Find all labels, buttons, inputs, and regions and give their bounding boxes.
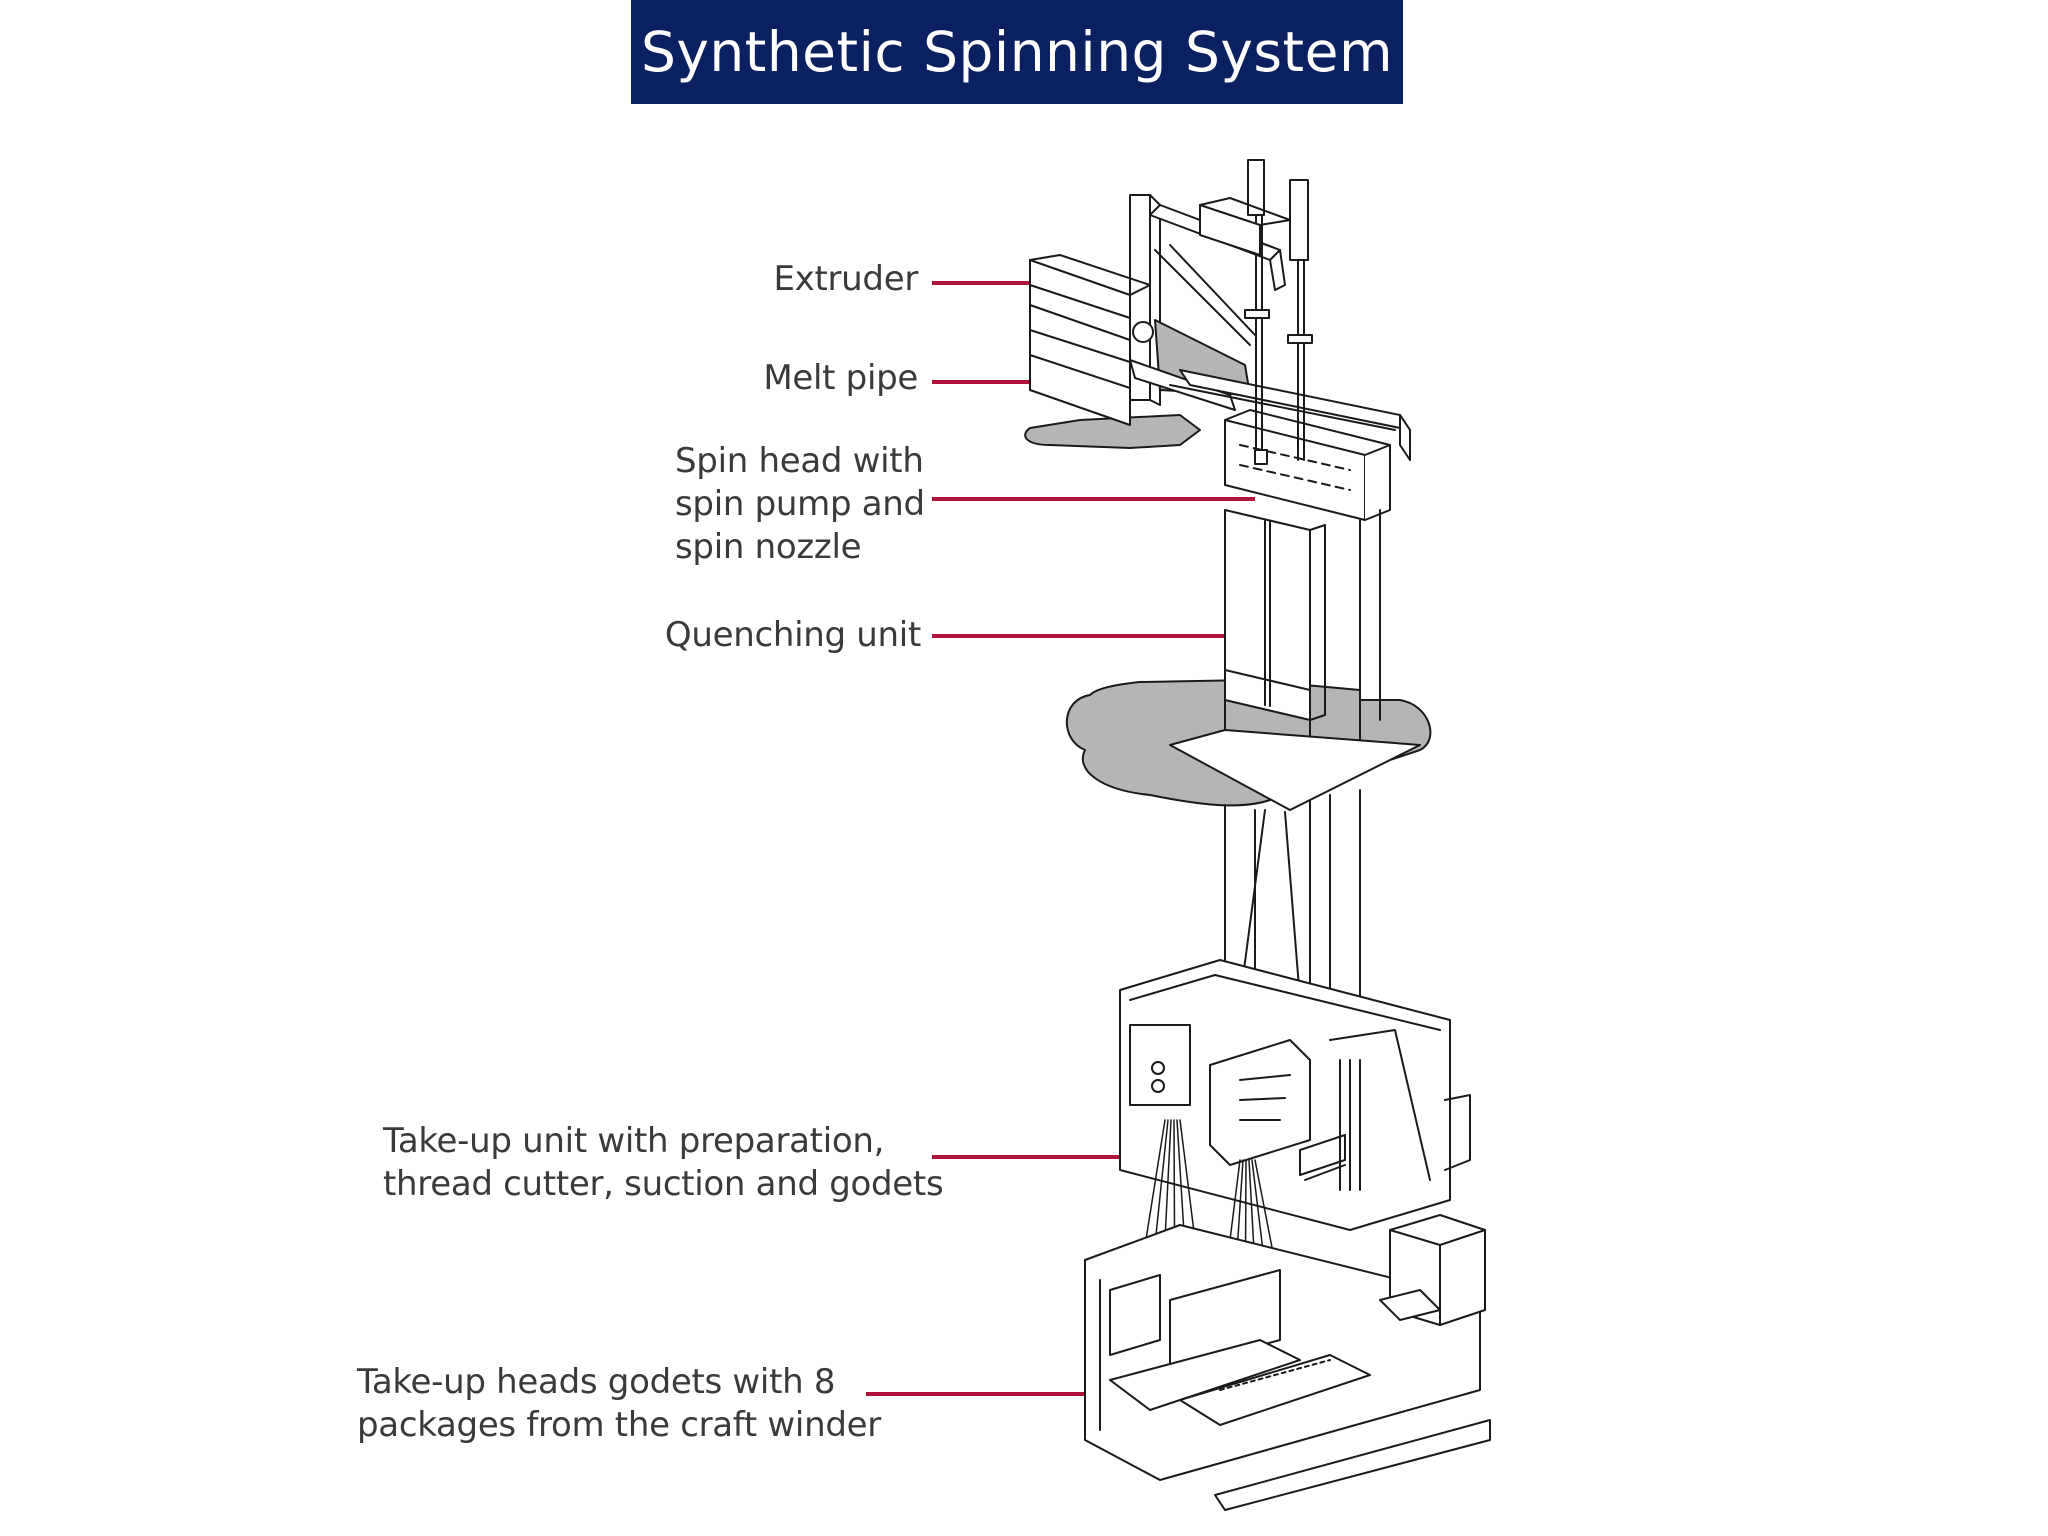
quenching-unit bbox=[1224, 509, 1361, 776]
spin-pumps bbox=[1199, 159, 1313, 461]
extruder bbox=[1029, 254, 1154, 426]
label-take-up-heads-line-2: packages from the craft winder bbox=[357, 1405, 881, 1445]
label-quenching-unit: Quenching unit bbox=[664, 615, 921, 655]
floor-shadow-extruder bbox=[1024, 414, 1201, 449]
platform bbox=[1169, 729, 1421, 811]
leader-line-extruder bbox=[932, 281, 1060, 285]
leader-line-take-up-heads bbox=[866, 1392, 1110, 1396]
label-melt-pipe: Melt pipe bbox=[763, 358, 918, 398]
label-take-up-unit: Take-up unit with preparation, thread cu… bbox=[383, 1120, 944, 1206]
take-up-unit bbox=[1119, 959, 1471, 1231]
upper-beam bbox=[1169, 369, 1411, 461]
leader-line-spin-head bbox=[932, 497, 1255, 501]
label-take-up-unit-line-2: thread cutter, suction and godets bbox=[383, 1164, 944, 1204]
label-spin-head: Spin head with spin pump and spin nozzle bbox=[675, 440, 925, 569]
label-extruder: Extruder bbox=[773, 259, 918, 299]
spin-head bbox=[1224, 409, 1391, 521]
leader-line-quenching-unit bbox=[932, 634, 1235, 638]
label-spin-head-line-2: spin pump and bbox=[675, 484, 925, 524]
winder-base bbox=[1084, 1214, 1491, 1511]
label-spin-head-line-1: Spin head with bbox=[675, 441, 924, 481]
label-take-up-heads-line-1: Take-up heads godets with 8 bbox=[357, 1362, 836, 1402]
label-take-up-heads: Take-up heads godets with 8 packages fro… bbox=[357, 1361, 881, 1447]
slide-title: Synthetic Spinning System bbox=[631, 0, 1403, 104]
label-take-up-unit-line-1: Take-up unit with preparation, bbox=[383, 1121, 885, 1161]
leader-line-take-up-unit bbox=[932, 1155, 1230, 1159]
label-spin-head-line-3: spin nozzle bbox=[675, 527, 862, 567]
